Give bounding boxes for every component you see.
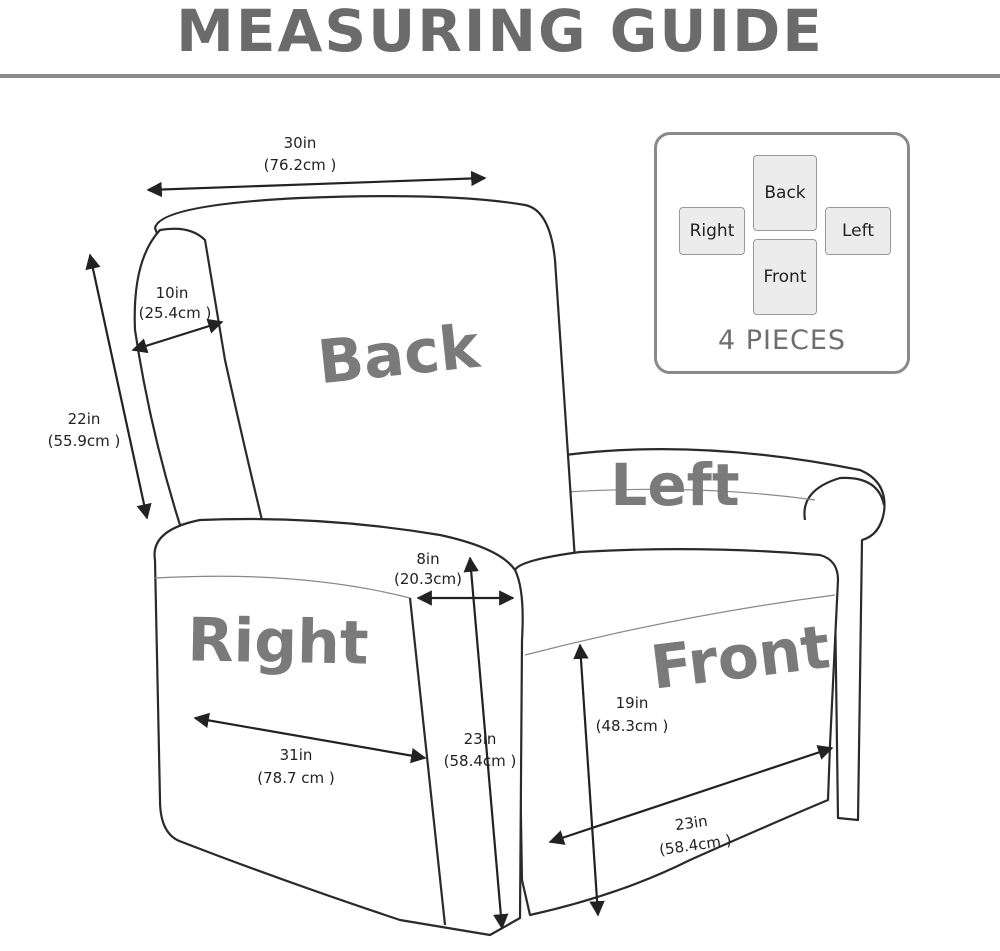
- arrow-seat-width: [548, 745, 834, 845]
- label-back-width-in: 30in: [284, 134, 317, 152]
- panel-label-right: Right: [187, 605, 369, 678]
- label-arm-front-in: 8in: [416, 550, 439, 568]
- front-shape: [513, 548, 840, 917]
- pieces-legend: Back Right Left Front 4 PIECES: [654, 132, 910, 374]
- label-arm-height-in: 23in: [464, 730, 497, 748]
- right-arm-shape: [153, 517, 524, 937]
- label-arm-front-cm: (20.3cm): [394, 570, 462, 588]
- panel-label-left: Left: [610, 451, 739, 519]
- label-back-height-in: 22in: [68, 410, 101, 428]
- arrow-back-width: [146, 170, 487, 198]
- label-footrest-height-in: 19in: [616, 694, 649, 712]
- arrow-arm-height: [463, 556, 509, 930]
- page-title: MEASURING GUIDE: [176, 0, 824, 65]
- label-back-height-cm: (55.9cm ): [48, 432, 121, 450]
- dimension-arrows: [85, 170, 834, 930]
- label-arm-height-cm: (58.4cm ): [444, 752, 517, 770]
- legend-piece-back: Back: [753, 155, 817, 231]
- label-seat-width-in: 23in: [674, 812, 709, 834]
- title-divider: [0, 74, 1000, 78]
- label-footrest-height-cm: (48.3cm ): [596, 717, 669, 735]
- arrow-back-height: [85, 253, 152, 520]
- label-back-width-cm: (76.2cm ): [264, 156, 337, 174]
- legend-piece-left: Left: [825, 207, 891, 255]
- legend-piece-right: Right: [679, 207, 745, 255]
- label-arm-top-cm: (25.4cm ): [139, 304, 212, 322]
- panel-label-back: Back: [314, 311, 484, 398]
- left-arm-shape: [563, 448, 886, 822]
- arrow-arm-depth: [193, 712, 427, 764]
- legend-piece-front: Front: [753, 239, 817, 315]
- label-arm-depth-in: 31in: [280, 746, 313, 764]
- pieces-count-label: 4 PIECES: [717, 325, 847, 356]
- label-arm-depth-cm: (78.7 cm ): [257, 769, 335, 787]
- label-arm-top-in: 10in: [156, 284, 189, 302]
